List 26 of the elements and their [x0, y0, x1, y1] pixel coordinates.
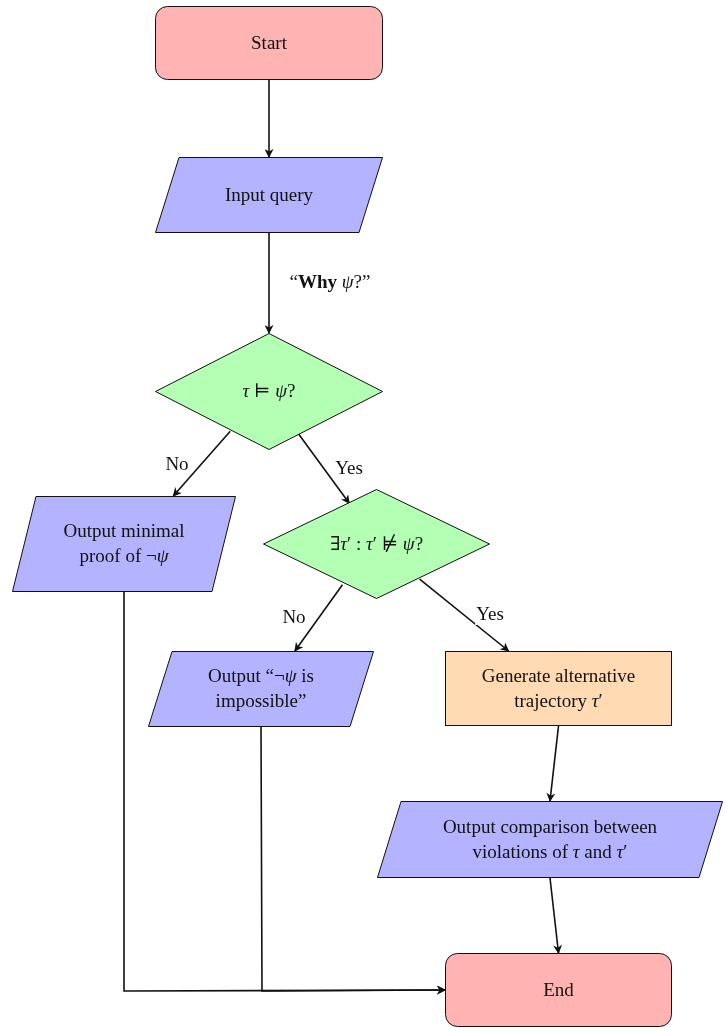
decision-diamond	[263, 489, 490, 599]
node-text: Start	[251, 30, 287, 55]
arrow	[549, 877, 563, 954]
node-text: τ ⊨ ψ?	[242, 379, 296, 404]
input-output-parallelogram	[155, 157, 383, 233]
arrow	[264, 232, 274, 334]
terminal-box	[155, 6, 383, 80]
process-box	[445, 651, 672, 726]
arrow	[294, 583, 344, 652]
arrow	[172, 430, 232, 497]
node-text: ∃τ′ : τ′ ⊭ ψ?	[329, 531, 424, 556]
arrow	[264, 79, 274, 158]
node-text: Output comparison between violations of τ and τ′	[441, 814, 659, 864]
arrow	[546, 725, 560, 802]
arrow	[418, 578, 510, 652]
arrow	[260, 726, 446, 995]
decision-diamond	[155, 333, 383, 450]
node-text: End	[543, 977, 574, 1002]
node-text: Output “¬ψ is impossible”	[207, 664, 315, 713]
node-text: Generate alternative trajectory τ′	[480, 663, 637, 713]
node-text: Output minimal proof of ¬ψ	[62, 519, 186, 568]
input-output-parallelogram	[148, 651, 374, 727]
input-output-parallelogram	[12, 496, 236, 592]
terminal-box	[445, 953, 672, 1027]
node-text: Input query	[224, 182, 314, 207]
input-output-parallelogram	[377, 801, 723, 878]
